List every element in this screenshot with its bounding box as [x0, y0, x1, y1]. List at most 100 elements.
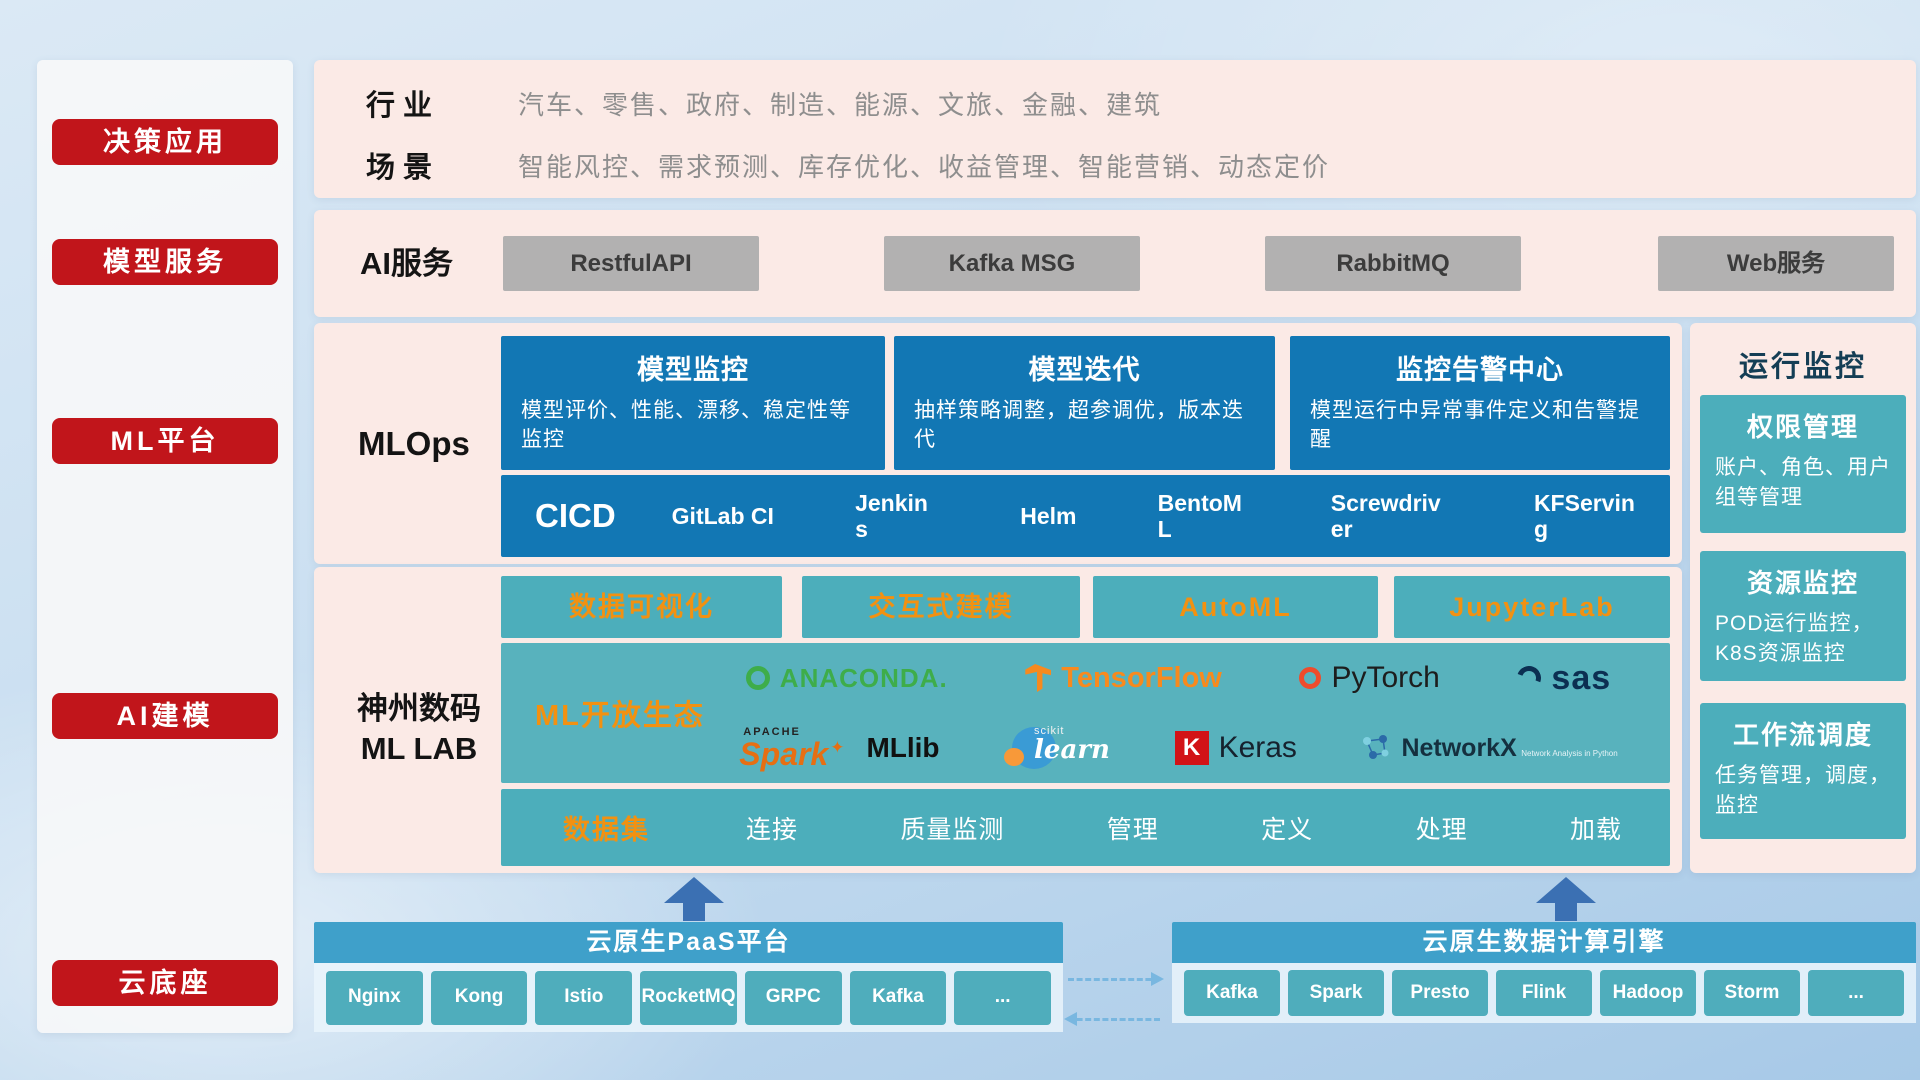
runtime-monitor-title: 运行监控	[1738, 351, 1867, 383]
layer-button-model-service: 模型服务	[52, 239, 278, 285]
tool-helm: Helm	[1020, 502, 1077, 529]
service-web: Web服务	[1658, 236, 1894, 291]
tensorflow-logo: TensorFlow	[1025, 662, 1222, 695]
engine-storm: Storm	[1704, 970, 1800, 1016]
service-rabbitmq: RabbitMQ	[1265, 236, 1521, 291]
industry-scenario-panel: 行业 汽车、零售、政府、制造、能源、文旅、金融、建筑 场景 智能风控、需求预测、…	[314, 60, 1916, 198]
engine-more: ...	[1808, 970, 1904, 1016]
cicd-label: CICD	[535, 497, 616, 534]
data-engine-strip: Kafka Spark Presto Flink Hadoop Storm ..…	[1172, 963, 1916, 1023]
networkx-wordmark: NetworkX Network Analysis in Python	[1401, 733, 1618, 762]
engine-spark: Spark	[1288, 970, 1384, 1016]
scikit-learn-wordmark: scikit learn	[1034, 725, 1110, 765]
scikit-label: scikit	[1034, 725, 1065, 737]
keras-logo: K Keras	[1174, 731, 1297, 765]
scikit-learn-orange-icon	[1004, 748, 1025, 766]
mllib-wordmark: MLlib	[866, 732, 940, 763]
mllab-label-line1: 神州数码	[357, 691, 481, 726]
industry-values: 汽车、零售、政府、制造、能源、文旅、金融、建筑	[518, 89, 1163, 120]
card-resource-monitoring: 资源监控 POD运行监控，K8S资源监控	[1700, 551, 1906, 681]
up-arrow-paas	[664, 877, 724, 921]
networkx-logo: NetworkX Network Analysis in Python	[1361, 733, 1618, 763]
industry-row: 行业 汽车、零售、政府、制造、能源、文旅、金融、建筑	[366, 82, 1162, 124]
ecosystem-label: ML开放生态	[535, 700, 705, 732]
scenario-row: 场景 智能风控、需求预测、库存优化、收益管理、智能营销、动态定价	[366, 144, 1330, 186]
spark-wordmark: APACHE Spark✦	[739, 725, 844, 772]
engine-flink: Flink	[1496, 970, 1592, 1016]
dataset-label: 数据集	[563, 815, 650, 845]
engine-hadoop: Hadoop	[1600, 970, 1696, 1016]
anaconda-logo: ANACONDA.	[745, 662, 948, 694]
tool-bentoml: BentoML	[1157, 489, 1242, 542]
layer-button-cloud-base: 云底座	[52, 960, 278, 1006]
feature-automl: AutoML	[1093, 576, 1378, 638]
arrow-shaft	[1555, 903, 1577, 921]
anaconda-wordmark: ANACONDA.	[779, 662, 948, 693]
card-title: 模型监控	[637, 355, 749, 385]
spark-label: Spark	[739, 735, 829, 772]
dataset-item-connect: 连接	[746, 815, 799, 844]
paas-more: ...	[954, 970, 1052, 1025]
card-permission-management: 权限管理 账户、角色、用户组等管理	[1700, 395, 1906, 533]
mllab-panel: 神州数码 ML LAB 数据可视化 交互式建模 AutoML JupyterLa…	[314, 567, 1682, 873]
pytorch-logo: PyTorch	[1299, 661, 1440, 695]
spark-mllib-logo: APACHE Spark✦ MLlib	[739, 725, 940, 772]
dataset-items: 连接 质量监测 管理 定义 处理 加载	[746, 810, 1622, 846]
dataset-item-load: 加载	[1569, 815, 1622, 844]
card-desc: 模型运行中异常事件定义和告警提醒	[1310, 399, 1640, 452]
mlops-panel: MLOps 模型监控 模型评价、性能、漂移、稳定性等监控 模型迭代 抽样策略调整…	[314, 323, 1682, 564]
card-model-monitoring: 模型监控 模型评价、性能、漂移、稳定性等监控	[501, 336, 885, 470]
scenario-values: 智能风控、需求预测、库存优化、收益管理、智能营销、动态定价	[518, 151, 1331, 182]
engine-kafka: Kafka	[1184, 970, 1280, 1016]
card-title: 工作流调度	[1732, 720, 1873, 750]
tool-gitlab-ci: GitLab CI	[671, 502, 774, 529]
layer-button-decision-apps: 决策应用	[52, 119, 278, 165]
data-engine-header: 云原生数据计算引擎	[1172, 922, 1916, 963]
networkx-icon	[1363, 735, 1389, 759]
pytorch-icon	[1299, 667, 1322, 689]
card-title: 模型迭代	[1028, 355, 1141, 385]
networkx-subtitle: Network Analysis in Python	[1521, 748, 1618, 758]
scenario-label: 场景	[366, 152, 441, 184]
cicd-bar: CICD GitLab CI Jenkins Helm BentoML Scre…	[501, 475, 1670, 557]
feature-jupyterlab: JupyterLab	[1394, 576, 1670, 638]
paas-istio: Istio	[535, 970, 633, 1025]
dataset-item-manage: 管理	[1106, 815, 1159, 844]
mlops-label: MLOps	[358, 425, 470, 462]
mllab-label-line2: ML LAB	[360, 731, 478, 767]
pytorch-wordmark: PyTorch	[1331, 661, 1440, 694]
card-desc: 账户、角色、用户组等管理	[1715, 456, 1891, 510]
layer-sidebar: 决策应用 模型服务 ML平台 AI建模 云底座	[37, 60, 293, 1033]
keras-wordmark: Keras	[1218, 731, 1297, 764]
paas-grpc: GRPC	[744, 970, 842, 1025]
runtime-monitor-panel: 运行监控 权限管理 账户、角色、用户组等管理 资源监控 POD运行监控，K8S资…	[1690, 323, 1916, 873]
card-model-iteration: 模型迭代 抽样策略调整，超参调优，版本迭代	[894, 336, 1275, 470]
card-title: 资源监控	[1746, 568, 1859, 598]
engine-presto: Presto	[1392, 970, 1488, 1016]
apache-label: APACHE	[743, 725, 801, 738]
ecosystem-logos: ANACONDA. TensorFlow PyTorch sas	[707, 643, 1670, 783]
paas-rocketmq: RocketMQ	[640, 970, 737, 1025]
ai-service-label: AI服务	[360, 246, 453, 281]
tool-screwdriver: Screwdriver	[1330, 489, 1441, 542]
card-desc: POD运行监控，K8S资源监控	[1715, 612, 1874, 666]
learn-label: learn	[1034, 735, 1110, 765]
paas-platform-header: 云原生PaaS平台	[314, 922, 1063, 963]
dashed-arrow-left-icon	[1064, 1012, 1160, 1026]
logo-row-1: ANACONDA. TensorFlow PyTorch sas	[707, 643, 1670, 713]
arrow-head	[1536, 877, 1596, 903]
feature-data-visualization: 数据可视化	[501, 576, 782, 638]
keras-icon: K	[1174, 731, 1209, 765]
tensorflow-icon	[1025, 664, 1052, 692]
mllab-label: 神州数码 ML LAB	[334, 689, 504, 770]
dataset-item-define: 定义	[1261, 815, 1314, 844]
dataset-item-quality: 质量监测	[900, 815, 1005, 844]
card-title: 权限管理	[1746, 412, 1859, 442]
dashed-arrow-right-icon	[1068, 972, 1164, 986]
card-title: 监控告警中心	[1396, 355, 1564, 385]
networkx-label: NetworkX	[1401, 733, 1517, 762]
paas-kafka: Kafka	[849, 970, 947, 1025]
dataset-item-process: 处理	[1415, 815, 1468, 844]
layer-button-ai-modeling: AI建模	[52, 693, 278, 739]
